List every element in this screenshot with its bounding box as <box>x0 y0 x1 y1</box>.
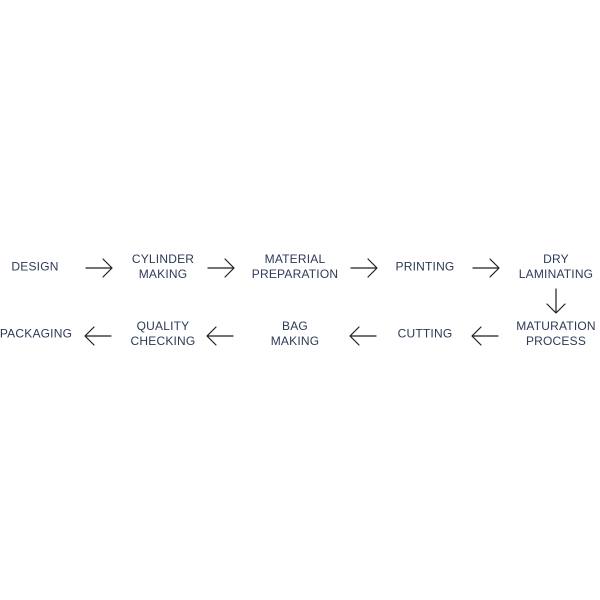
arrow-down-icon <box>546 288 566 314</box>
step-bag-making: BAG MAKING <box>245 319 345 349</box>
arrow-left-icon <box>471 326 499 346</box>
step-design-label: DESIGN <box>11 259 59 274</box>
step-dry-laminating-line-2: LAMINATING <box>518 267 594 281</box>
arrow-right-icon <box>350 258 378 278</box>
step-material-preparation-line-2: PREPARATION <box>251 267 339 281</box>
arrow-left-icon <box>206 326 234 346</box>
step-printing: PRINTING <box>375 260 475 275</box>
step-printing-label: PRINTING <box>395 259 455 274</box>
step-material-preparation: MATERIAL PREPARATION <box>245 252 345 282</box>
step-dry-laminating: DRY LAMINATING <box>506 252 600 282</box>
arrow-left-icon <box>84 326 112 346</box>
step-quality-checking: QUALITY CHECKING <box>113 319 213 349</box>
step-quality-checking-line-1: QUALITY <box>136 319 190 333</box>
step-packaging-label: PACKAGING <box>0 326 73 341</box>
step-bag-making-line-2: MAKING <box>270 334 320 348</box>
arrow-left-icon <box>349 326 377 346</box>
step-packaging: PACKAGING <box>0 327 86 342</box>
step-cylinder-making-line-1: CYLINDER <box>131 252 195 266</box>
step-bag-making-line-1: BAG <box>282 319 308 333</box>
step-cylinder-making-line-2: MAKING <box>138 267 188 281</box>
step-quality-checking-line-2: CHECKING <box>130 334 196 348</box>
step-cylinder-making: CYLINDER MAKING <box>113 252 213 282</box>
step-dry-laminating-line-1: DRY <box>543 252 569 266</box>
step-maturation-process: MATURATION PROCESS <box>506 319 600 349</box>
step-design: DESIGN <box>0 260 85 275</box>
arrow-right-icon <box>85 258 113 278</box>
step-material-preparation-line-1: MATERIAL <box>264 252 326 266</box>
step-maturation-process-line-1: MATURATION <box>516 319 596 333</box>
step-maturation-process-line-2: PROCESS <box>525 334 587 348</box>
arrow-right-icon <box>472 258 500 278</box>
step-cutting-label: CUTTING <box>397 326 453 341</box>
step-cutting: CUTTING <box>375 327 475 342</box>
arrow-right-icon <box>207 258 235 278</box>
